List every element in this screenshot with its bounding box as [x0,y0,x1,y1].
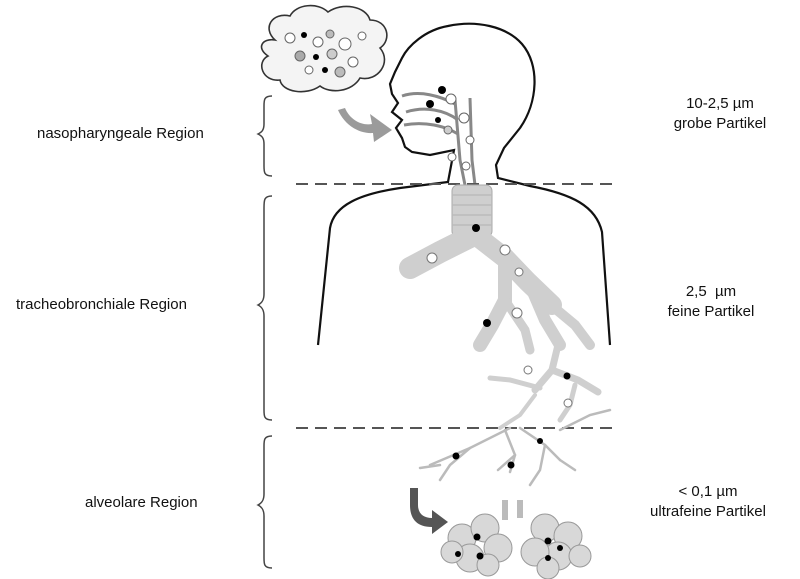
region-brackets [258,96,272,568]
size-value-coarse: 10-2,5 µm [635,94,800,114]
nasal-passages [402,94,475,185]
size-group-fine: 2,5 µm feine Partikel [626,282,796,322]
size-group-coarse: 10-2,5 µm grobe Partikel [635,94,800,134]
region-label-alveolar: alveolare Region [85,494,198,511]
particle-type-ultrafine: ultrafeine Partikel [623,502,793,522]
region-label-nasopharyngeal: nasopharyngeale Region [37,125,204,142]
bracket-tracheobronchial [258,196,272,420]
bracket-alveolar [258,436,272,568]
size-group-ultrafine: < 0,1 µm ultrafeine Partikel [623,482,793,522]
alveoli-arrow-icon [410,488,448,534]
alveoli [441,500,591,579]
nasal-particles [426,86,474,170]
bronchial-tree [410,185,610,485]
bracket-nasopharyngeal [258,96,272,176]
particle-type-fine: feine Partikel [626,302,796,322]
size-value-ultrafine: < 0,1 µm [623,482,793,502]
size-value-fine: 2,5 µm [626,282,796,302]
particle-cloud-icon [262,6,387,92]
particle-type-coarse: grobe Partikel [635,114,800,134]
region-label-tracheobronchial: tracheobronchiale Region [16,296,187,313]
inhalation-arrow-icon [338,108,392,142]
